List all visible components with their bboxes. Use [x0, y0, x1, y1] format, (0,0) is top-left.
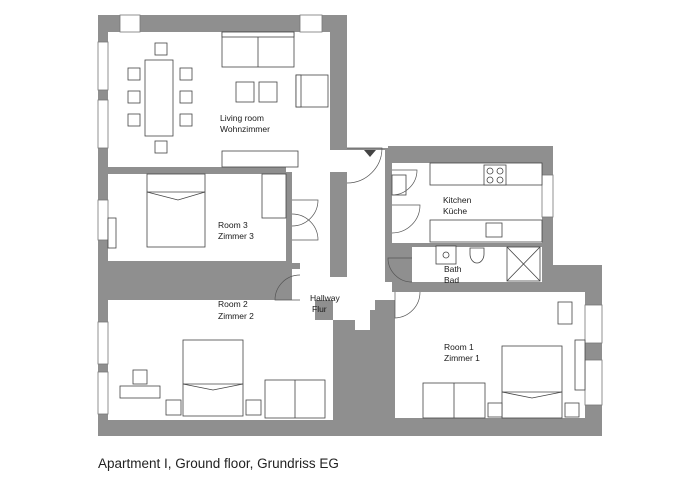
- window: [97, 41, 109, 91]
- nightstand: [245, 399, 262, 416]
- room3-name-en: Room 3: [218, 220, 248, 230]
- nightstand: [564, 402, 580, 418]
- window: [97, 199, 109, 241]
- door-swing: [291, 213, 319, 241]
- kitchen-name-de: Küche: [443, 206, 467, 216]
- chair: [179, 67, 193, 81]
- bed: [146, 173, 206, 248]
- window: [97, 371, 109, 415]
- entrance-arrow-icon: [364, 150, 376, 157]
- washbasin: [435, 245, 457, 265]
- chair: [557, 301, 573, 325]
- door-swing: [391, 169, 418, 196]
- doors: [274, 147, 421, 319]
- room3-furniture: [107, 173, 287, 249]
- chair: [154, 140, 168, 154]
- dining-table: [144, 59, 174, 137]
- hallway-name-en: Hallway: [310, 293, 341, 303]
- room-labels: Living room Wohnzimmer Room 3 Zimmer 3 R…: [218, 113, 480, 363]
- chair: [179, 90, 193, 104]
- door-swing: [391, 204, 421, 234]
- bath-name-en: Bath: [444, 264, 462, 274]
- door-swing: [346, 147, 383, 184]
- door-swing: [387, 257, 413, 283]
- interior-walls: [108, 150, 592, 436]
- nightstand: [487, 402, 503, 418]
- toilet: [469, 247, 485, 264]
- window: [97, 99, 109, 149]
- shelf: [107, 217, 117, 249]
- living-room-name-de: Wohnzimmer: [220, 124, 270, 134]
- door-swing: [274, 274, 301, 301]
- hallway-area: [292, 150, 412, 330]
- room2-furniture: [119, 339, 326, 419]
- plan-caption: Apartment I, Ground floor, Grundriss EG: [98, 456, 339, 471]
- door-swing: [291, 199, 319, 227]
- chair: [127, 113, 141, 127]
- sink: [485, 222, 503, 238]
- kitchen-furniture: [391, 162, 543, 243]
- window: [119, 14, 141, 33]
- bath-name-de: Bad: [444, 275, 459, 285]
- bed: [182, 339, 244, 417]
- room1-furniture: [422, 301, 586, 419]
- chair: [179, 113, 193, 127]
- bed: [501, 345, 563, 419]
- window: [584, 359, 603, 406]
- room1-name-de: Zimmer 1: [444, 353, 480, 363]
- kitchen-name-en: Kitchen: [443, 195, 472, 205]
- bath-fixtures: [435, 245, 541, 282]
- window: [541, 174, 554, 218]
- fridge: [391, 174, 407, 196]
- window: [97, 321, 109, 365]
- sideboard: [221, 150, 299, 168]
- chair: [127, 90, 141, 104]
- desk: [119, 385, 161, 399]
- living-room-name-en: Living room: [220, 113, 264, 123]
- side-table: [258, 81, 278, 103]
- windows: [97, 14, 603, 415]
- window: [584, 304, 603, 344]
- hallway-name-de: Flur: [312, 304, 327, 314]
- chair: [132, 369, 148, 385]
- door-swing: [394, 291, 421, 319]
- room2-name-de: Zimmer 2: [218, 311, 254, 321]
- stove: [483, 164, 507, 186]
- chair: [127, 67, 141, 81]
- room1-name-en: Room 1: [444, 342, 474, 352]
- living-room-furniture: [127, 31, 329, 168]
- room3-name-de: Zimmer 3: [218, 231, 254, 241]
- chair: [154, 42, 168, 56]
- window: [299, 14, 323, 33]
- room2-name-en: Room 2: [218, 299, 248, 309]
- side-table: [235, 81, 255, 103]
- nightstand: [165, 399, 182, 416]
- shelf: [574, 339, 586, 391]
- wardrobe: [261, 173, 287, 219]
